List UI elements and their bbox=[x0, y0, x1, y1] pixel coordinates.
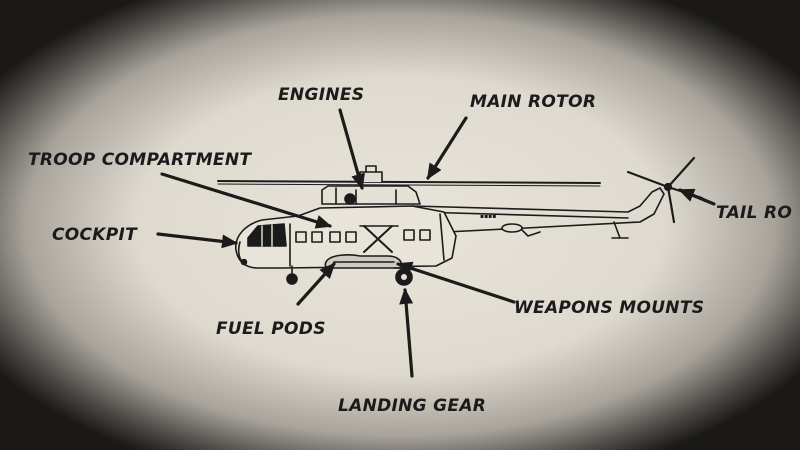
label-cockpit: COCKPIT bbox=[52, 225, 138, 245]
label-landing-gear: LANDING GEAR bbox=[338, 396, 486, 416]
label-tail-rotor: TAIL RO bbox=[716, 203, 792, 223]
callout-arrows bbox=[156, 108, 716, 378]
label-weapons-mounts: WEAPONS MOUNTS bbox=[514, 298, 704, 318]
label-main-rotor: MAIN ROTOR bbox=[470, 92, 596, 112]
arrow-troop-compartment bbox=[160, 172, 332, 229]
arrow-landing-gear bbox=[399, 288, 414, 378]
arrow-weapons-mounts bbox=[396, 261, 516, 304]
rotor-mast bbox=[359, 171, 383, 183]
weapons-pylon bbox=[363, 225, 393, 253]
label-troop-compartment: TROOP COMPARTMENT bbox=[28, 150, 252, 170]
arrow-engines bbox=[338, 108, 365, 190]
label-fuel-pods: FUEL PODS bbox=[216, 319, 326, 339]
helicopter-illustration: ▪▪▪▪ bbox=[217, 156, 704, 286]
main-rotor-blade bbox=[217, 180, 601, 184]
cockpit-windows bbox=[247, 223, 287, 247]
arrow-tail-rotor bbox=[678, 188, 716, 206]
arrow-main-rotor bbox=[426, 116, 468, 180]
svg-text:▪▪▪▪: ▪▪▪▪ bbox=[480, 213, 496, 220]
arrow-cockpit bbox=[156, 232, 238, 249]
label-engines: ENGINES bbox=[278, 85, 364, 105]
front-wheel bbox=[286, 273, 298, 285]
arrow-fuel-pods bbox=[296, 262, 336, 306]
tail-boom bbox=[411, 187, 665, 233]
